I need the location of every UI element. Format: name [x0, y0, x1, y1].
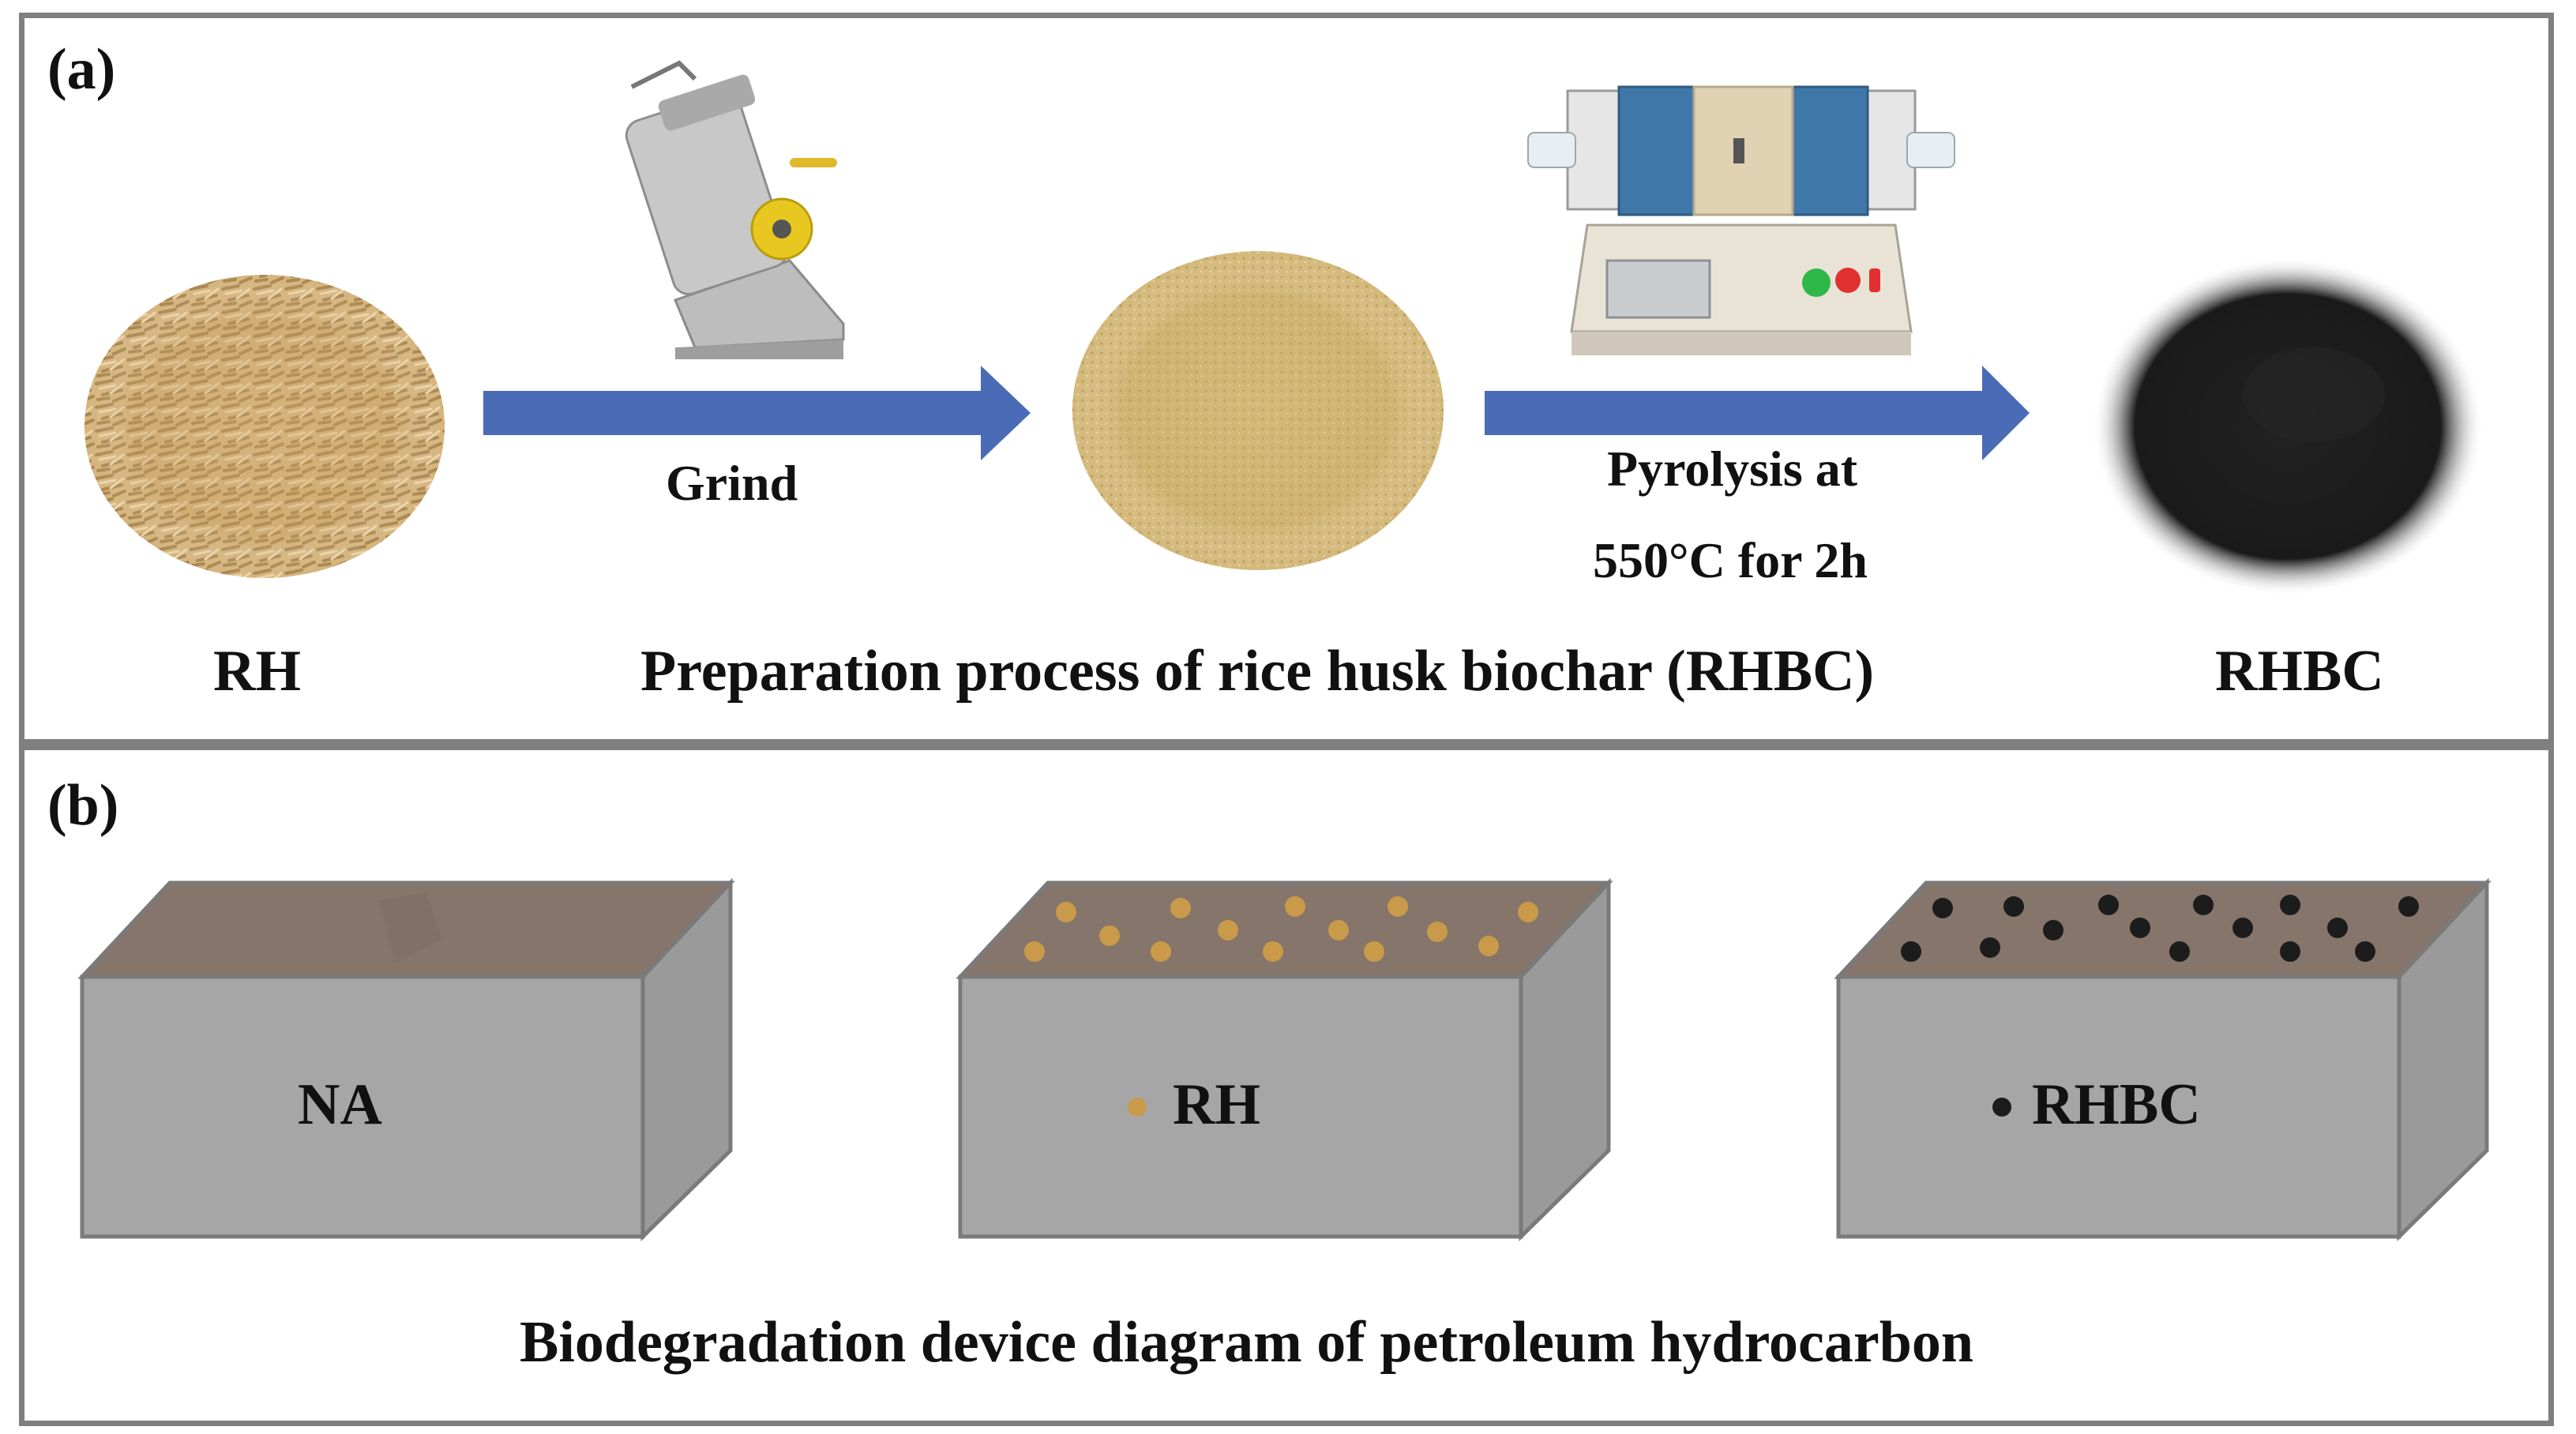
pyrolysis-arrow [1485, 366, 2030, 460]
box-rh-label: RH [1173, 1072, 1260, 1137]
panel-a-label: (a) [47, 37, 116, 102]
grinder-icon [625, 60, 845, 359]
pyrolysis-step-label-line2: 550°C for 2h [1593, 532, 1868, 588]
rhbc-label: RHBC [2215, 639, 2384, 704]
grind-step-label: Grind [666, 455, 798, 511]
tube-furnace-icon [1527, 85, 1955, 355]
box-rhbc [1834, 877, 2492, 1241]
box-na-label: NA [298, 1072, 382, 1137]
panel-b-caption: Biodegradation device diagram of petrole… [520, 1310, 1974, 1375]
biochar-image [2092, 257, 2484, 596]
box-rhbc-label: RHBC [2032, 1072, 2201, 1137]
grind-arrow [483, 366, 1031, 460]
rh-particles [1024, 896, 1538, 962]
panel-b-label: (b) [47, 773, 119, 838]
box-na [77, 877, 735, 1241]
rhbc-legend-dot [1992, 1098, 2011, 1117]
pyrolysis-step-label-line1: Pyrolysis at [1607, 441, 1858, 497]
rice-husk-image [81, 272, 448, 581]
rh-label: RH [213, 639, 301, 704]
panel-a-caption: Preparation process of rice husk biochar… [640, 639, 1875, 704]
rh-legend-dot [1128, 1098, 1147, 1117]
rice-husk-powder-image [1068, 248, 1448, 573]
rhbc-particles [1901, 895, 2419, 962]
box-rh [956, 877, 1613, 1241]
